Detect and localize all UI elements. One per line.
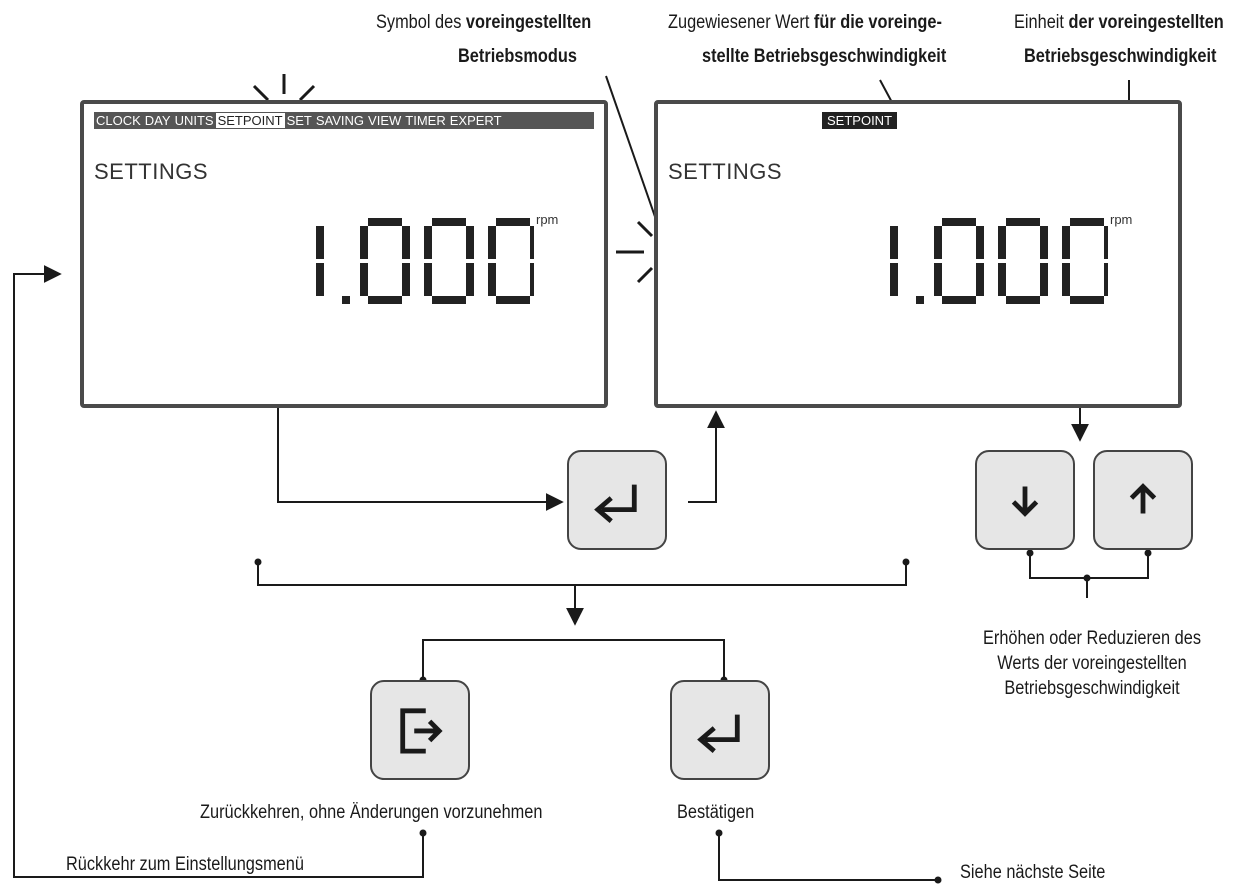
menu-item-expert: EXPERT	[449, 113, 502, 128]
arrows-bracket	[1029, 553, 1149, 579]
right-display-digit-2	[934, 218, 984, 304]
annotation-assigned-value-line2: stellte Betriebsgeschwindigkeit	[702, 46, 947, 67]
split-exit-confirm	[422, 639, 725, 680]
bracket-top	[257, 562, 907, 586]
left-display-decimal-point	[342, 296, 350, 304]
right-display-digit-3	[998, 218, 1048, 304]
right-display-decimal-point	[916, 296, 924, 304]
down-button[interactable]	[975, 450, 1075, 550]
label-return-without-changes: Zurückkehren, ohne Änderungen vorzunehme…	[200, 802, 543, 823]
label-return-settings-menu: Rückkehr zum Einstellungsmenü	[66, 854, 304, 875]
annotation-symbol-mode: Symbol des voreingestellten	[376, 12, 592, 33]
menu-item-saving: SAVING	[315, 113, 365, 128]
menu-item-clock: CLOCK	[96, 113, 141, 128]
right-display-value	[890, 218, 1108, 304]
exit-icon	[400, 708, 443, 754]
annotation-symbol-mode-line2: Betriebsmodus	[458, 46, 577, 67]
label-see-next-page: Siehe nächste Seite	[960, 862, 1106, 883]
left-display-digit-2	[360, 218, 410, 304]
annotation-unit: Einheit der voreingestellten	[1014, 12, 1224, 33]
menu-item-units: UNITS	[174, 113, 214, 128]
annotation-assigned-value: Zugewiesener Wert für die voreinge-	[668, 12, 942, 33]
annotation-unit-line2: Betriebsgeschwindigkeit	[1024, 46, 1217, 67]
left-display-digit-0	[316, 226, 324, 296]
flow-enter-to-right	[688, 410, 725, 503]
arrow-down-icon	[1011, 486, 1039, 517]
return-loop	[13, 265, 424, 878]
confirm-button[interactable]	[670, 680, 770, 780]
left-display-digit-3	[424, 218, 474, 304]
menu-item-setpoint: SETPOINT	[215, 113, 285, 128]
left-display-value	[316, 218, 534, 304]
up-button[interactable]	[1093, 450, 1193, 550]
next-page-line	[718, 833, 938, 881]
left-display-unit: rpm	[536, 212, 559, 227]
flow-left-to-enter	[277, 408, 564, 511]
menu-item-set: SET	[286, 113, 312, 128]
right-display-digit-4	[1062, 218, 1108, 304]
setpoint-badge: SETPOINT	[822, 112, 898, 129]
menu-item-timer: TIMER	[405, 113, 446, 128]
menu-item-day: DAY	[144, 113, 171, 128]
enter-button[interactable]	[567, 450, 667, 550]
label-increase-decrease: Erhöhen oder Reduzieren des Werts der vo…	[982, 628, 1202, 699]
enter-icon	[697, 714, 740, 753]
arrow-up-icon	[1129, 483, 1157, 514]
left-display-digit-4	[488, 218, 534, 304]
right-display-panel: SETPOINT SETTINGS rpm	[654, 100, 1182, 408]
menu-item-view: VIEW	[368, 113, 402, 128]
right-display-unit: rpm	[1110, 212, 1133, 227]
left-display-title: SETTINGS	[94, 159, 209, 184]
right-display-title: SETTINGS	[668, 159, 783, 184]
right-display-digit-0	[890, 226, 898, 296]
label-confirm: Bestätigen	[677, 802, 755, 823]
enter-icon	[594, 484, 637, 523]
exit-button[interactable]	[370, 680, 470, 780]
